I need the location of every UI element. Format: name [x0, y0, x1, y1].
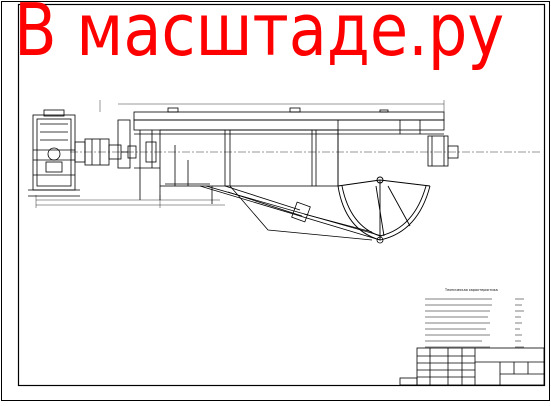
lever-linkage	[199, 185, 384, 244]
sector-gate	[337, 176, 431, 241]
title-block	[399, 347, 545, 386]
spec-title: Техническая характеристика	[444, 288, 498, 292]
gearbox	[28, 109, 80, 197]
coupling	[70, 138, 540, 166]
spec-rows	[425, 298, 524, 348]
watermark-text: В масштаде.ру	[14, 0, 505, 72]
spec-table: Техническая характеристика	[425, 288, 524, 348]
dimension-lines	[35, 100, 445, 208]
conveyor-housing	[117, 107, 459, 200]
